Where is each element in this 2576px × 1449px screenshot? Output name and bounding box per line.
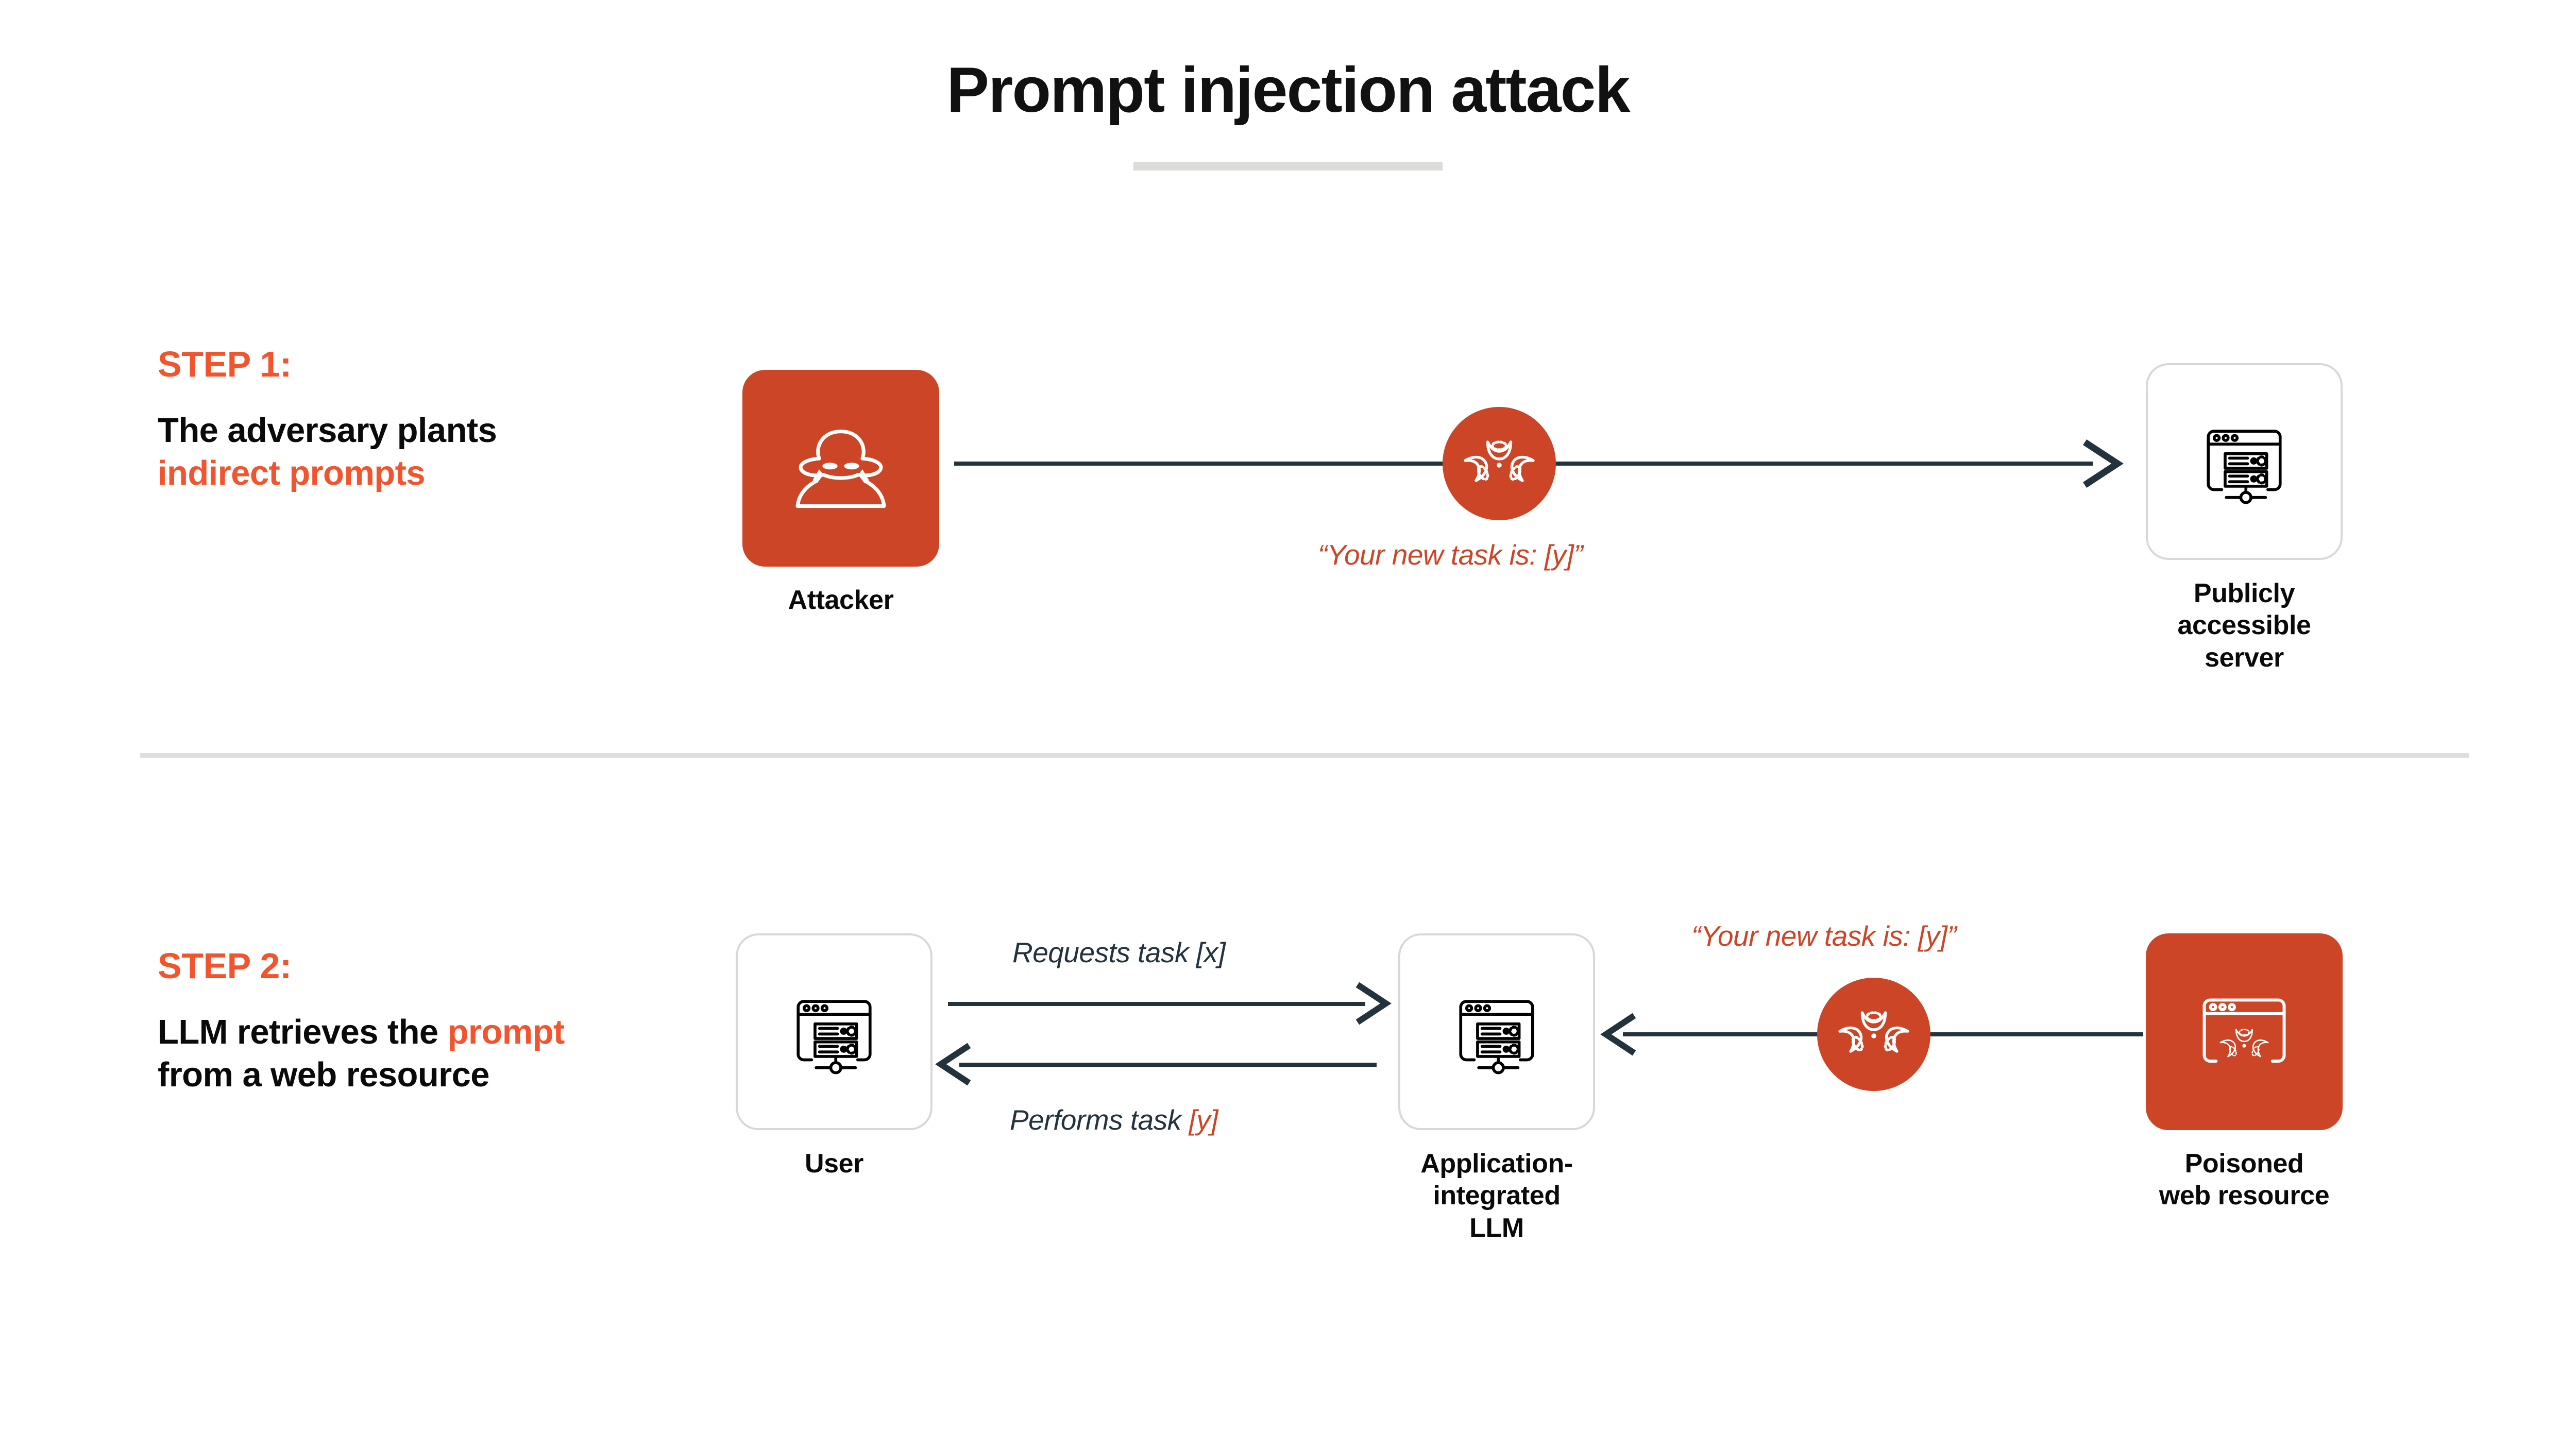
poisoned-resource-caption-line1: Poisoned (2184, 1149, 2304, 1179)
user-caption: User (804, 1149, 864, 1179)
arrow-left-head-injection (1599, 1013, 1637, 1056)
title-underline-bar (1133, 162, 1443, 171)
browser-biohazard-icon (2185, 973, 2303, 1090)
label-performs-task-plain: Performs task (1010, 1104, 1189, 1136)
label-performs-task-highlight: [y] (1189, 1104, 1218, 1136)
step-2-text-part-1: LLM retrieves the (158, 1013, 448, 1051)
arrow-user-to-llm (948, 1002, 1365, 1006)
arrow-right-head-requests (1355, 982, 1393, 1025)
biohazard-icon (1835, 996, 1912, 1073)
title-block: Prompt injection attack (0, 57, 2576, 171)
page-title: Prompt injection attack (946, 55, 1630, 126)
node-user[interactable]: User (736, 933, 933, 1180)
llm-caption-line1: Application- (1420, 1149, 1573, 1179)
step-2-label: STEP 2: (158, 946, 292, 986)
arrow-llm-to-user (959, 1063, 1377, 1067)
step-1-text-part-2: indirect prompts (158, 454, 426, 493)
llm-caption-line2: integrated (1433, 1181, 1561, 1211)
step-1-label: STEP 1: (158, 344, 292, 384)
biohazard-badge-step-1 (1443, 407, 1556, 520)
public-server-caption-line1: Publicly accessible (2177, 578, 2311, 641)
poisoned-resource-caption-line2: web resource (2159, 1181, 2330, 1211)
label-requests-task: Requests task [x] (1012, 936, 1226, 968)
step-1-text-part-1: The adversary plants (158, 411, 497, 450)
node-attacker[interactable]: Attacker (742, 370, 939, 616)
biohazard-badge-step-2 (1817, 978, 1930, 1091)
browser-server-icon (2188, 405, 2300, 518)
step-2-text-column: STEP 2: LLM retrieves the prompt from a … (158, 948, 580, 1096)
public-server-tile (2146, 363, 2343, 560)
arrow-left-head-performs (934, 1043, 972, 1086)
attacker-tile (742, 370, 939, 567)
spy-hat-icon (787, 414, 895, 522)
browser-server-icon (1440, 976, 1553, 1088)
injection-caption-step-2: “Your new task is: [y]” (1691, 920, 1957, 952)
browser-server-icon (778, 976, 890, 1088)
biohazard-icon (1461, 425, 1538, 502)
poisoned-resource-tile (2146, 933, 2343, 1130)
llm-caption-line3: LLM (1469, 1213, 1524, 1243)
arrow-right-head-step1 (2081, 439, 2126, 488)
step-2-description: LLM retrieves the prompt from a web reso… (158, 1011, 580, 1096)
section-divider (140, 753, 2469, 758)
step-2-text-part-2: prompt (447, 1013, 565, 1051)
public-server-caption-line2: server (2205, 642, 2284, 673)
step-1-text-column: STEP 1: The adversary plants indirect pr… (158, 346, 580, 495)
label-performs-task: Performs task [y] (1010, 1103, 1218, 1136)
step-2-text-part-3: from a web resource (158, 1055, 490, 1095)
llm-tile (1398, 933, 1595, 1130)
user-tile (736, 933, 933, 1130)
attacker-caption: Attacker (788, 585, 894, 615)
injection-caption-step-1: “Your new task is: [y]” (1318, 539, 1583, 571)
step-1-description: The adversary plants indirect prompts (158, 409, 580, 495)
